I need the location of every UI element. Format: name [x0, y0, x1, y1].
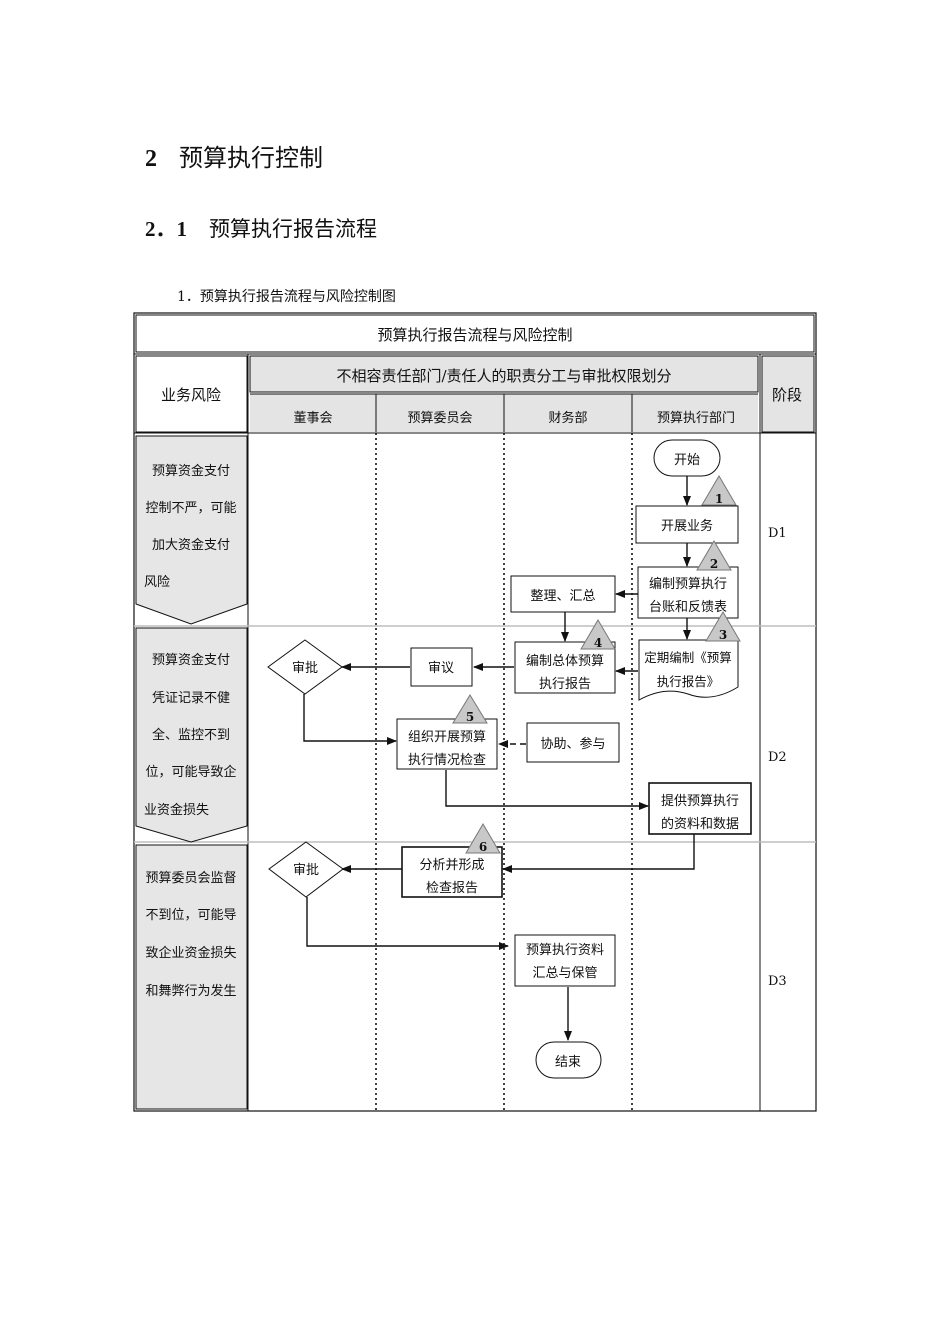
risk-header-cell [135, 355, 248, 433]
node-periodic-report-line-1: 定期编制《预算 [644, 650, 732, 665]
stage-d1: D1 [768, 526, 787, 541]
section-title: 预算执行控制 [179, 144, 323, 172]
node-archive [514, 934, 616, 987]
subsection-title: 预算执行报告流程 [209, 217, 377, 241]
marker-1-label: 1 [715, 492, 723, 506]
node-periodic-report [638, 639, 739, 701]
risk-1-line-3: 加大资金支付 [152, 537, 230, 553]
node-provide-data-line-2: 的资料和数据 [661, 816, 739, 832]
marker-5-label: 5 [466, 710, 474, 724]
section-heading: 2 预算执行控制 [145, 138, 323, 173]
node-overall-report [514, 641, 616, 694]
risk-1-line-2: 控制不严，可能 [145, 501, 236, 516]
end-label: 结束 [555, 1055, 581, 1070]
marker-4-label: 4 [594, 636, 602, 650]
risk-1-line-4: 风险 [144, 575, 170, 590]
risk-2-line-5: 业资金损失 [144, 802, 209, 818]
node-do-business-label: 开展业务 [661, 518, 713, 534]
node-periodic-report-line-2: 执行报告》 [657, 674, 720, 689]
node-archive-line-2: 汇总与保管 [532, 966, 597, 981]
risk-block-3 [135, 844, 248, 1110]
node-review [410, 647, 473, 687]
risk-block-1 [135, 435, 248, 625]
column-header-dividers [250, 393, 758, 432]
risk-3-line-4: 和舞弊行为发生 [145, 983, 236, 999]
node-analyze-line-1: 分析并形成 [419, 858, 484, 873]
swimlane-dividers [375, 433, 633, 1110]
section-number: 2 [145, 146, 157, 172]
marker-6-triangle [465, 823, 501, 854]
marker-3-label: 3 [719, 628, 727, 642]
subsection-number: 2．1 [145, 217, 187, 241]
subsection-heading: 2．1 预算执行报告流程 [145, 213, 377, 243]
node-overall-report-line-2: 执行报告 [539, 677, 591, 692]
node-organize-check-line-2: 执行情况检查 [408, 753, 486, 768]
table-frame [133, 312, 817, 1112]
marker-3-triangle [705, 611, 741, 642]
marker-2-label: 2 [710, 557, 718, 571]
risk-2-line-2: 凭证记录不健 [152, 691, 230, 706]
node-ledger-line-1: 编制预算执行 [649, 577, 727, 592]
division-header-cell [249, 355, 759, 393]
node-analyze-line-2: 检查报告 [426, 881, 478, 896]
risk-2-line-3: 全、监控不到 [152, 727, 230, 743]
stage-d3: D3 [768, 974, 787, 989]
node-ledger [637, 566, 739, 619]
marker-5-triangle [452, 694, 488, 724]
stage-d2: D2 [768, 750, 787, 765]
risk-2-line-4: 位，可能导致企 [145, 764, 236, 780]
start-node [653, 439, 721, 477]
division-header: 不相容责任部门/责任人的职责分工与审批权限划分 [336, 367, 671, 385]
marker-6-label: 6 [479, 840, 487, 854]
figure-caption: 1．预算执行报告流程与风险控制图 [177, 289, 396, 305]
column-budget-committee: 预算委员会 [407, 411, 472, 426]
risk-1-line-1: 预算资金支付 [152, 463, 230, 479]
node-overall-report-line-1: 编制总体预算 [526, 654, 604, 669]
node-collect-label: 整理、汇总 [530, 589, 595, 604]
node-review-label: 审议 [428, 661, 454, 676]
table-title: 预算执行报告流程与风险控制 [377, 326, 572, 344]
node-ledger-line-2: 台账和反馈表 [649, 600, 727, 615]
risk-2-line-1: 预算资金支付 [152, 652, 230, 668]
start-label: 开始 [674, 453, 700, 468]
node-analyze [401, 846, 503, 898]
node-archive-line-1: 预算执行资料 [526, 943, 604, 958]
node-organize-check-line-1: 组织开展预算 [408, 730, 486, 745]
node-provide-data [648, 782, 752, 835]
risk-block-2 [135, 627, 248, 843]
control-markers: 1 2 3 4 5 6 [452, 475, 741, 854]
risk-3-line-2: 不到位，可能导 [145, 908, 236, 923]
node-provide-data-line-1: 提供预算执行 [661, 793, 739, 809]
decision-approve-1 [267, 639, 343, 695]
column-finance: 财务部 [548, 410, 587, 426]
column-executing-dept: 预算执行部门 [657, 411, 735, 426]
risk-header: 业务风险 [161, 386, 221, 404]
end-node [535, 1041, 602, 1079]
node-organize-check [396, 718, 498, 770]
stage-header: 阶段 [772, 386, 802, 404]
decision-approve-1-label: 审批 [292, 661, 318, 676]
marker-4-triangle [580, 619, 616, 650]
node-assist [526, 722, 620, 763]
decision-approve-2-label: 审批 [293, 863, 319, 878]
node-do-business [635, 505, 739, 544]
connectors [303, 476, 695, 1041]
stage-header-cell [761, 355, 815, 433]
risk-3-line-1: 预算委员会监督 [145, 871, 236, 886]
marker-2-triangle [696, 540, 732, 571]
node-collect [510, 575, 616, 613]
node-assist-label: 协助、参与 [540, 736, 605, 752]
decision-approve-2 [268, 841, 344, 898]
marker-1-triangle [701, 475, 737, 506]
risk-3-line-3: 致企业资金损失 [145, 945, 236, 961]
column-board: 董事会 [293, 411, 332, 426]
